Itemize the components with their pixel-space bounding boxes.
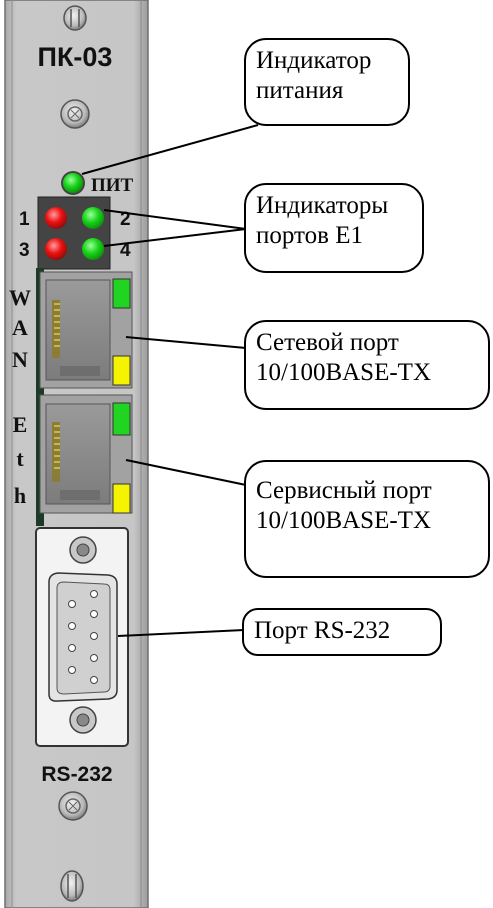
- port-number-1: 1: [19, 209, 30, 230]
- wan-letter-a: A: [12, 315, 28, 340]
- e1-led-port-2: [82, 207, 104, 229]
- port-number-4: 4: [120, 240, 131, 261]
- rs232-label: RS-232: [41, 763, 112, 786]
- wan-letter-w: W: [9, 285, 31, 310]
- mounting-screw-top-icon: [60, 99, 90, 129]
- wan-letter-n: N: [12, 347, 28, 372]
- leader-service: [125, 459, 247, 486]
- e1-led-housing: [37, 196, 111, 270]
- e1-led-port-1: [45, 207, 67, 229]
- leader-e1-bottom: [103, 228, 247, 247]
- port-number-3: 3: [19, 240, 30, 261]
- eth-letter-e: E: [13, 412, 28, 437]
- port-number-2: 2: [120, 209, 131, 230]
- e1-led-port-3: [45, 238, 67, 260]
- eth-letter-t: t: [16, 446, 24, 471]
- leader-rs232: [117, 629, 245, 637]
- top-captive-screw-icon: [63, 5, 87, 31]
- e1-led-port-4: [82, 238, 104, 260]
- power-led-label: ПИТ: [91, 175, 134, 196]
- bottom-captive-screw-icon: [60, 870, 84, 902]
- eth-link-led: [112, 402, 131, 436]
- wan-activity-led: [112, 355, 131, 386]
- eth-letter-h: h: [14, 483, 26, 508]
- leader-power: [81, 124, 259, 175]
- callout-power-indicator: Индикатор питания: [244, 38, 410, 126]
- wan-ethernet-port: [39, 271, 133, 389]
- callout-service-port: Сервисный порт 10/100BASE-TX: [244, 460, 490, 578]
- mounting-screw-bottom-icon: [58, 791, 88, 821]
- eth-activity-led: [112, 483, 131, 514]
- callout-rs232-port: Порт RS-232: [242, 608, 442, 656]
- callout-e1-indicators: Индикаторы портов Е1: [244, 183, 424, 273]
- power-led: [61, 171, 85, 195]
- wan-link-led: [112, 278, 131, 309]
- callout-network-port: Сетевой порт 10/100BASE-TX: [244, 320, 490, 410]
- leader-wan: [125, 336, 247, 349]
- leader-e1-top: [103, 209, 247, 230]
- model-label: ПК-03: [38, 42, 113, 72]
- eth-service-port: [39, 394, 133, 514]
- rs232-db9-connector: [35, 527, 129, 747]
